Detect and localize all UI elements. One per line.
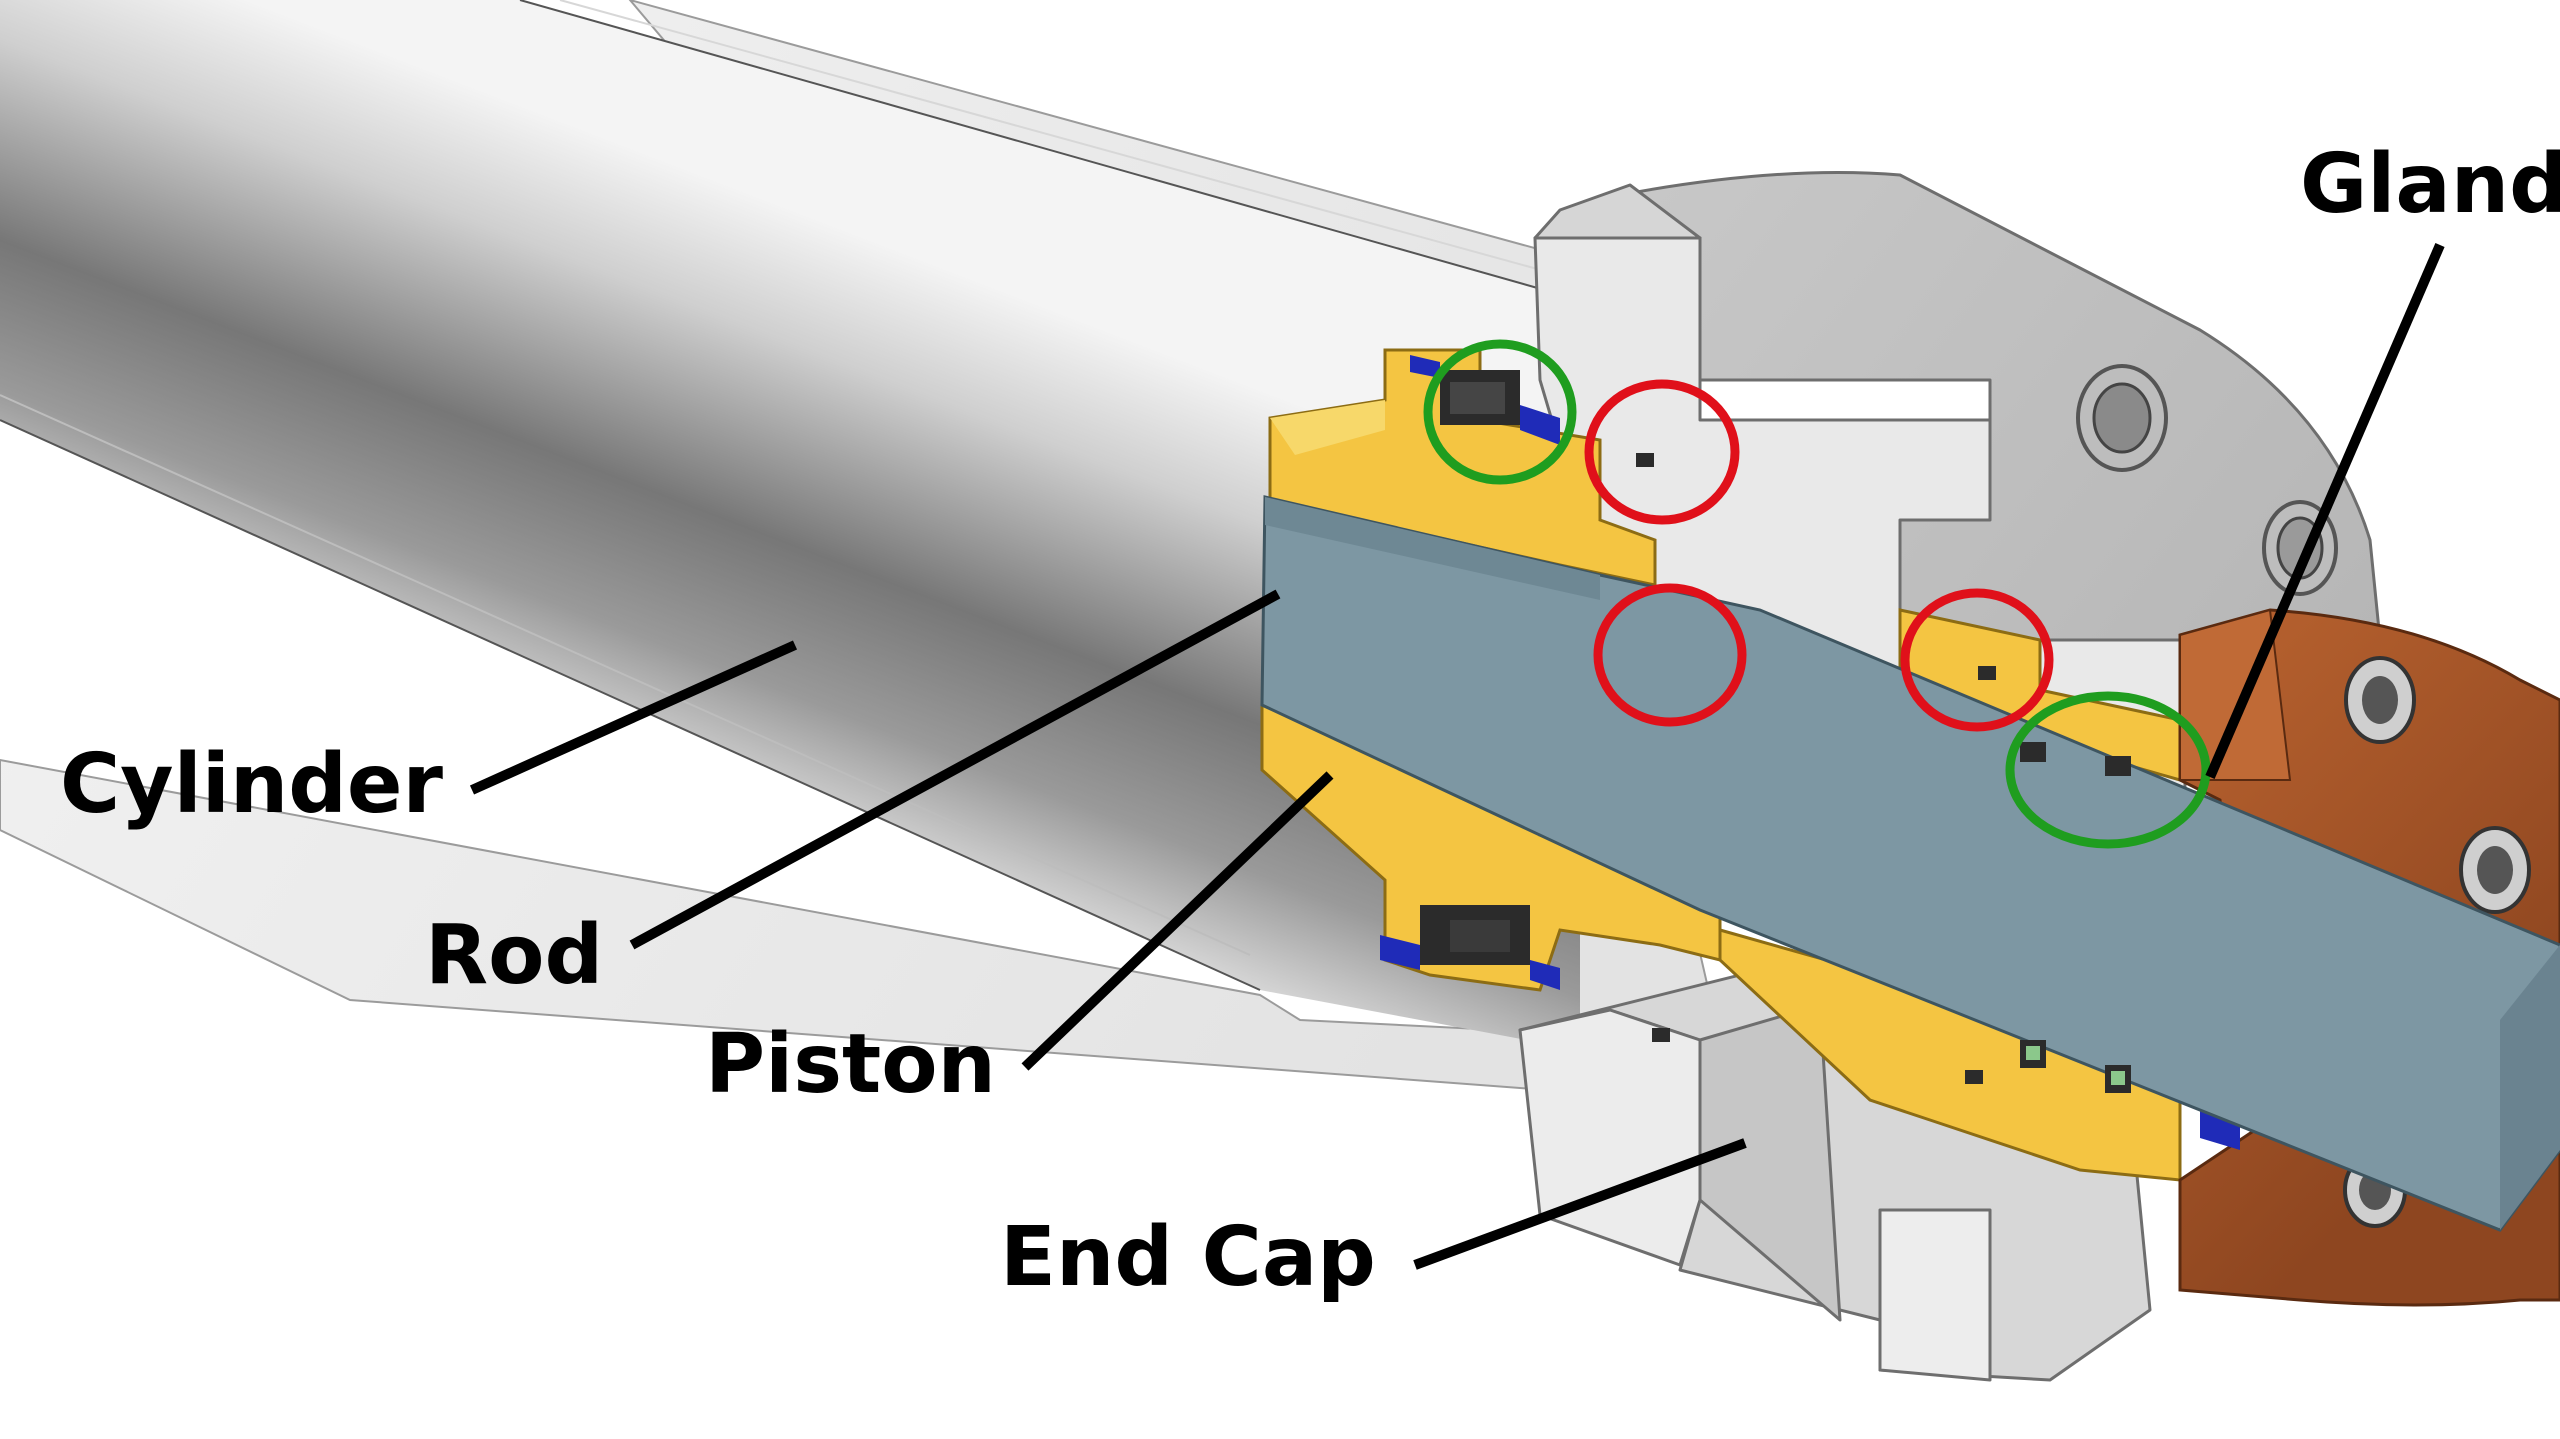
gland-bolt-icon <box>2344 656 2416 744</box>
bolt-hole-icon <box>2076 364 2168 472</box>
rod-leader-line <box>629 589 1281 950</box>
highlight-circle-green <box>2005 691 2211 849</box>
highlight-circle-red <box>1584 379 1740 525</box>
label-gland: Gland <box>2300 137 2560 232</box>
label-rod: Rod <box>425 908 603 1003</box>
highlight-circle-red <box>1900 588 2054 732</box>
watermark: 豆包AI生成 <box>2208 1328 2434 1379</box>
cylinder-leader-line <box>469 640 798 795</box>
gland-leader-line <box>2205 243 2445 779</box>
highlight-circle-red <box>1593 583 1747 727</box>
piston-leader-line <box>1021 771 1334 1071</box>
highlight-circle-green <box>1423 339 1577 485</box>
gland-bolt-icon <box>2459 826 2531 914</box>
cylinder-barrel <box>0 0 1722 1102</box>
end-cap-leader-line <box>1413 1138 1747 1270</box>
labels: Cylinder Rod Piston End Cap Gland <box>60 137 2560 1305</box>
piston-seal-blue <box>1520 405 1560 445</box>
label-cylinder: Cylinder <box>60 737 444 832</box>
label-piston: Piston <box>705 1017 996 1112</box>
cylinder-tube-surface <box>0 0 1580 1050</box>
leader-lines <box>469 243 2445 1270</box>
label-end-cap: End Cap <box>1000 1210 1376 1305</box>
seal-highlights <box>1423 339 2211 849</box>
